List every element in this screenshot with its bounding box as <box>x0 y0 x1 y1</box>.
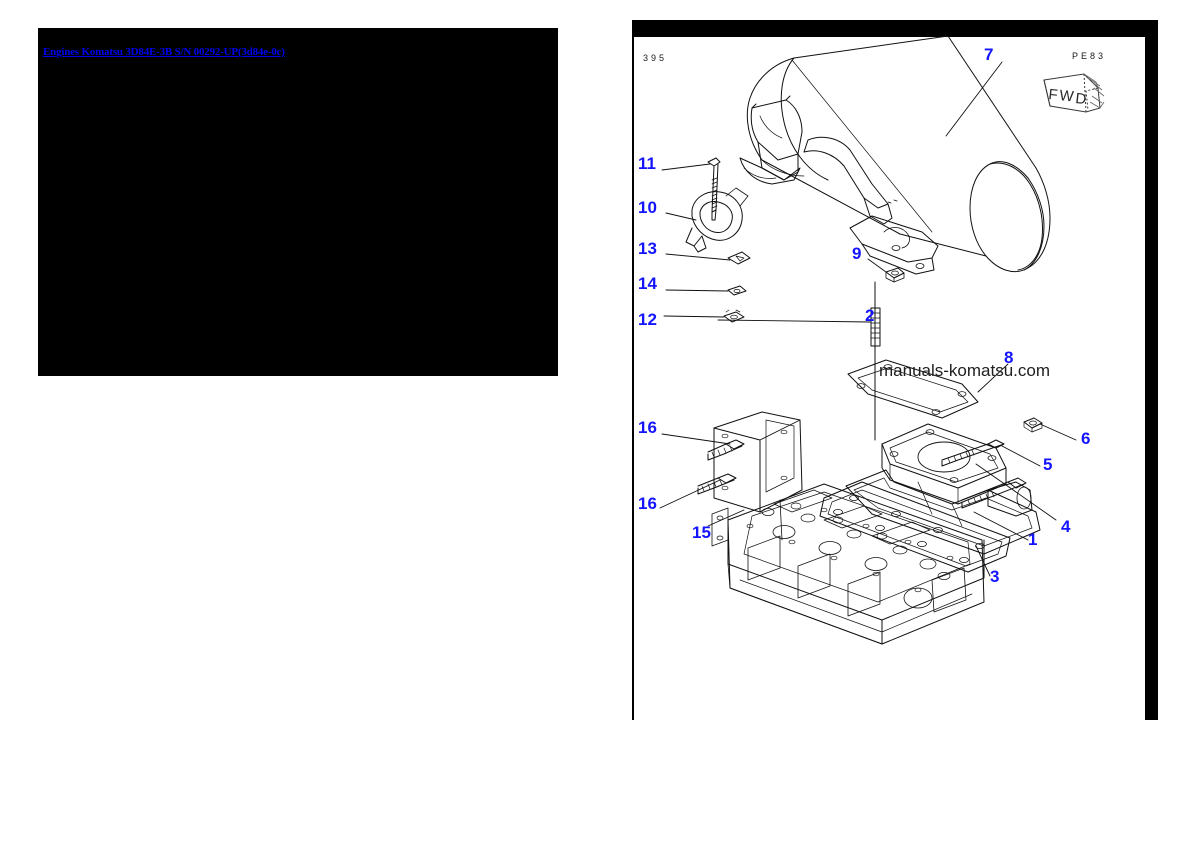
callout-16-upper[interactable]: 16 <box>638 418 657 437</box>
callout-13[interactable]: 13 <box>638 239 657 258</box>
part-11-clamp-bolt <box>707 157 721 221</box>
document-title-link[interactable]: Engines Komatsu 3D84E-3B S/N 00292-UP(3d… <box>43 46 285 58</box>
exhaust-manifold-assembly <box>845 423 1041 555</box>
page-left-border <box>632 37 634 720</box>
callout-11[interactable]: 11 <box>638 154 656 173</box>
callout-10[interactable]: 10 <box>638 198 657 217</box>
part-2-stud-bolt <box>870 281 881 441</box>
part-1-manifold-gasket <box>819 481 1011 573</box>
callout-2[interactable]: 2 <box>865 306 875 325</box>
callout-4[interactable]: 4 <box>1061 517 1071 536</box>
part-9-clamp-nut <box>885 267 905 283</box>
part-13-spring-washer <box>727 251 751 265</box>
page-number: 395 <box>643 53 668 63</box>
callout-3[interactable]: 3 <box>990 567 1000 586</box>
muffler-inlet-neck <box>739 95 803 185</box>
callout-9[interactable]: 9 <box>852 244 862 263</box>
part-15-bracket-plate <box>713 411 803 541</box>
callout-12[interactable]: 12 <box>638 310 657 329</box>
svg-text:D: D <box>1075 90 1088 108</box>
callout-14[interactable]: 14 <box>638 274 657 293</box>
part-10-muffler-clamp <box>685 187 749 253</box>
callout-8[interactable]: 8 <box>1004 348 1014 367</box>
fwd-arrow-icon: F W D <box>1043 73 1105 113</box>
document-viewer-panel: Engines Komatsu 3D84E-3B S/N 00292-UP(3d… <box>38 28 558 376</box>
leader-lines <box>659 61 1077 577</box>
watermark: manuals-komatsu.com <box>879 361 1051 380</box>
part-16-bolt-upper <box>707 439 745 461</box>
page-right-black-border <box>1145 20 1158 720</box>
part-5-bolt-short <box>941 439 1005 467</box>
catalog-page: 395 PE83 F W D <box>632 20 1158 720</box>
svg-text:W: W <box>1059 87 1076 105</box>
part-6-nut <box>1023 417 1043 433</box>
part-14-lock-washer <box>727 285 747 296</box>
page-top-black-bar <box>632 20 1158 37</box>
page-code: PE83 <box>1072 51 1107 61</box>
callout-7[interactable]: 7 <box>984 45 994 64</box>
callout-16-lower[interactable]: 16 <box>638 494 657 513</box>
muffler-stay-bracket <box>803 136 939 275</box>
svg-text:F: F <box>1048 86 1059 104</box>
part-16-bolt-lower <box>697 473 737 495</box>
exploded-parts-drawing <box>659 35 1077 645</box>
part-4-bolt-long <box>961 477 1027 509</box>
callout-15[interactable]: 15 <box>692 523 711 542</box>
callout-1[interactable]: 1 <box>1028 530 1038 549</box>
callout-5[interactable]: 5 <box>1043 455 1053 474</box>
part-8-muffler-gasket <box>847 359 979 419</box>
callout-6[interactable]: 6 <box>1081 429 1091 448</box>
part-3-cylinder-head <box>711 483 985 645</box>
muffler-body <box>746 35 1051 272</box>
